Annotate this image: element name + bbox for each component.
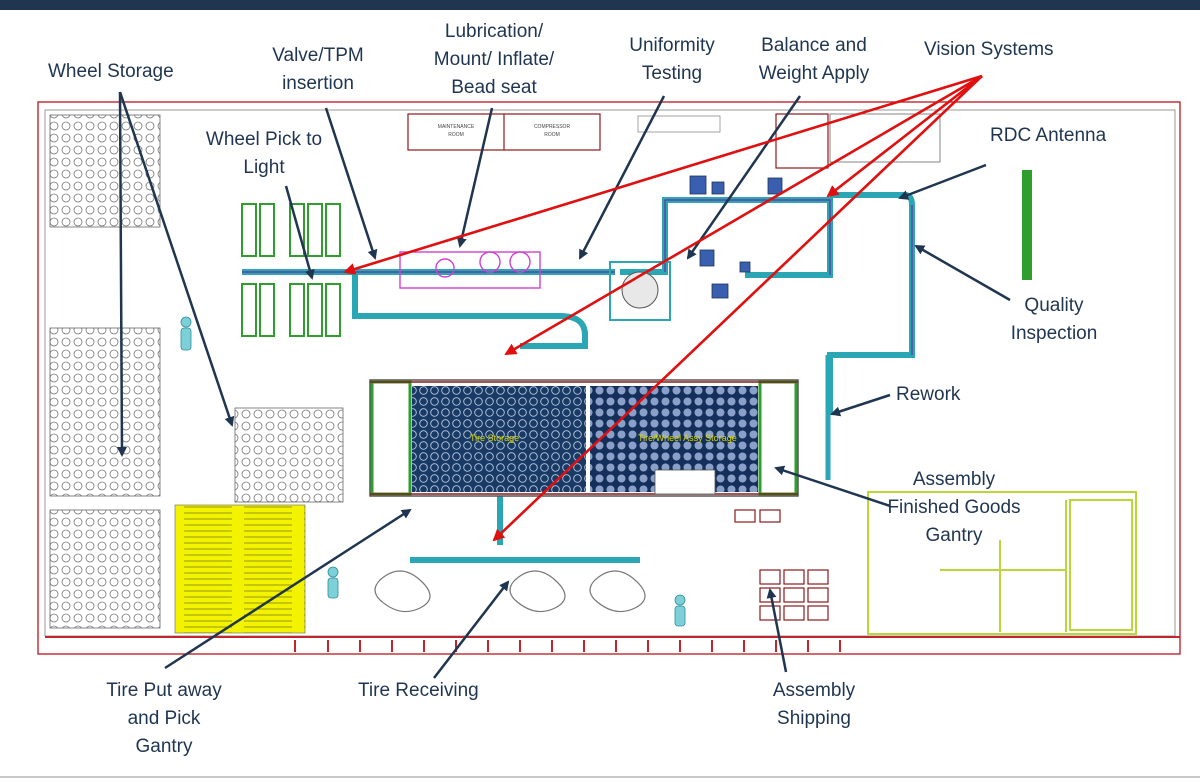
arrow-wheel-pick bbox=[284, 185, 315, 280]
arrow-balance bbox=[686, 95, 802, 260]
label-finished-goods-line2: Finished Goods bbox=[887, 497, 1021, 518]
arrow-quality bbox=[914, 244, 1011, 302]
storage-gantry: Tire Storage Tire/Wheel Assy Storage bbox=[369, 379, 799, 497]
label-rdc-antenna: RDC Antenna bbox=[990, 125, 1107, 146]
arrow-uniformity bbox=[578, 95, 666, 260]
label-finished-goods-line3: Gantry bbox=[925, 525, 983, 546]
tire-storage-label: Tire Storage bbox=[470, 433, 519, 443]
wheel-storage-racks bbox=[49, 114, 344, 629]
label-lubrication: Lubrication/ Mount/ Inflate/ Bead seat bbox=[414, 18, 574, 102]
arrow-finished bbox=[774, 465, 891, 508]
label-uniformity-line1: Uniformity bbox=[629, 35, 715, 56]
label-tire-putaway-line1: Tire Put away bbox=[106, 680, 222, 701]
label-finished-goods: Assembly Finished Goods Gantry bbox=[884, 466, 1024, 550]
label-uniformity-line2: Testing bbox=[641, 63, 703, 84]
label-quality-line2: Inspection bbox=[1010, 323, 1098, 344]
arrow-valve bbox=[324, 107, 378, 260]
label-balance-line1: Balance and bbox=[761, 35, 867, 56]
arrow-rdc bbox=[898, 163, 987, 200]
label-vision: Vision Systems bbox=[924, 39, 1054, 60]
rdc-antenna-strip bbox=[1022, 170, 1032, 280]
label-lubrication-line1: Lubrication/ bbox=[444, 21, 544, 42]
label-lubrication-line2: Mount/ Inflate/ bbox=[433, 49, 555, 70]
label-finished-goods-line1: Assembly bbox=[912, 469, 996, 490]
arrow-lubrication bbox=[456, 107, 494, 248]
label-tire-putaway-line2: and Pick bbox=[127, 708, 201, 729]
arrow-wheel-storage-2 bbox=[118, 91, 235, 427]
vision-arrow-2 bbox=[826, 74, 983, 198]
conveyor-inner bbox=[242, 199, 913, 355]
label-balance-line2: Weight Apply bbox=[758, 63, 870, 84]
rooms: MAINTENANCE ROOM COMPRESSOR ROOM bbox=[407, 113, 941, 169]
vision-arrows bbox=[343, 74, 983, 542]
maintenance-room-label-2: ROOM bbox=[448, 132, 464, 138]
conveyors bbox=[242, 192, 915, 563]
arrow-tire-receiving bbox=[433, 580, 510, 679]
label-shipping: Assembly Shipping bbox=[754, 677, 874, 733]
label-tire-receiving: Tire Receiving bbox=[358, 680, 479, 701]
vision-arrow-3 bbox=[504, 74, 983, 356]
label-balance: Balance and Weight Apply bbox=[744, 32, 884, 88]
label-shipping-line1: Assembly bbox=[772, 680, 856, 701]
shipping-pallets bbox=[734, 509, 829, 621]
label-valve-tpm-line1: Valve/TPM bbox=[272, 45, 364, 66]
label-quality-line1: Quality bbox=[1024, 295, 1084, 316]
dock-doors bbox=[294, 640, 841, 652]
arrow-wheel-storage-1 bbox=[116, 91, 127, 457]
label-valve-tpm: Valve/TPM insertion bbox=[258, 42, 378, 98]
assy-storage-label: Tire/Wheel Assy Storage bbox=[638, 433, 737, 443]
label-valve-tpm-line2: insertion bbox=[282, 73, 354, 94]
label-tire-putaway-line3: Gantry bbox=[135, 736, 193, 757]
label-rework: Rework bbox=[896, 384, 961, 405]
mount-station bbox=[399, 251, 541, 289]
label-shipping-line2: Shipping bbox=[777, 708, 851, 729]
arrow-rework bbox=[830, 393, 891, 417]
label-uniformity: Uniformity Testing bbox=[612, 32, 732, 88]
balance-machines bbox=[689, 175, 783, 299]
tire-receiving-loops bbox=[374, 570, 646, 613]
label-wheel-pick-line2: Light bbox=[243, 157, 285, 178]
maintenance-room-label: MAINTENANCE bbox=[438, 124, 475, 130]
label-wheel-storage: Wheel Storage bbox=[48, 61, 174, 82]
label-tire-putaway: Tire Put away and Pick Gantry bbox=[94, 677, 234, 761]
vision-arrow-4 bbox=[492, 75, 983, 542]
pointer-arrows bbox=[116, 91, 1011, 679]
label-quality: Quality Inspection bbox=[996, 292, 1112, 348]
label-wheel-pick-line1: Wheel Pick to bbox=[205, 129, 323, 150]
arrow-shipping bbox=[766, 588, 788, 673]
vision-arrow-1 bbox=[343, 74, 983, 275]
arrow-tire-putaway bbox=[164, 508, 412, 670]
compressor-room-label-2: ROOM bbox=[544, 132, 560, 138]
tire-info-panel bbox=[174, 504, 306, 634]
wheel-pick-racks bbox=[241, 203, 341, 337]
label-lubrication-line3: Bead seat bbox=[451, 77, 537, 98]
office-area bbox=[867, 491, 1137, 635]
building-outline bbox=[37, 101, 1181, 655]
compressor-room-label: COMPRESSOR bbox=[534, 124, 571, 130]
footer-divider bbox=[0, 776, 1200, 778]
header-bar bbox=[0, 0, 1200, 10]
operators bbox=[180, 316, 686, 627]
label-wheel-pick: Wheel Pick to Light bbox=[196, 126, 332, 182]
